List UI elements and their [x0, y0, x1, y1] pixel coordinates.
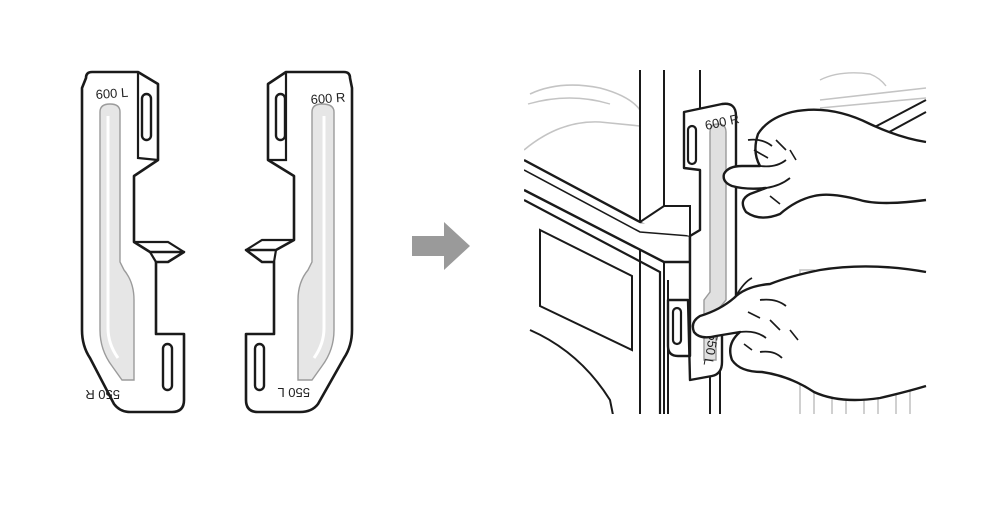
right-bracket-bottom-label: 550 L — [277, 385, 310, 400]
left-bracket: 600 L 550 R — [80, 70, 186, 414]
installed-bracket-top-slot — [686, 124, 698, 166]
left-bracket-top-label: 600 L — [95, 85, 129, 102]
appliance-window — [539, 228, 633, 352]
lower-hand — [691, 265, 927, 402]
installation-scene: 600 R 550 L — [524, 70, 927, 414]
installed-bracket-bottom-label: 550 L — [701, 332, 721, 367]
installed-bracket-top-label: 600 R — [704, 111, 741, 133]
right-bracket-top-label: 600 R — [310, 90, 346, 107]
left-bracket-bottom-slot — [161, 342, 174, 392]
left-bracket-bottom-label: 550 R — [85, 387, 120, 402]
left-bracket-top-slot — [140, 92, 153, 142]
right-arrow-icon — [412, 222, 470, 270]
right-bracket-top-slot — [274, 92, 287, 142]
appliance-back — [524, 70, 641, 151]
right-bracket: 600 R 550 L — [244, 70, 354, 414]
left-bracket-ledge — [134, 240, 185, 263]
right-bracket-bottom-slot — [253, 342, 266, 392]
appliance-front — [524, 199, 662, 414]
upper-hand — [722, 108, 927, 219]
right-bracket-ledge — [245, 238, 294, 263]
installed-bracket-bottom-slot — [671, 306, 683, 346]
left-bracket-fold — [136, 72, 159, 162]
